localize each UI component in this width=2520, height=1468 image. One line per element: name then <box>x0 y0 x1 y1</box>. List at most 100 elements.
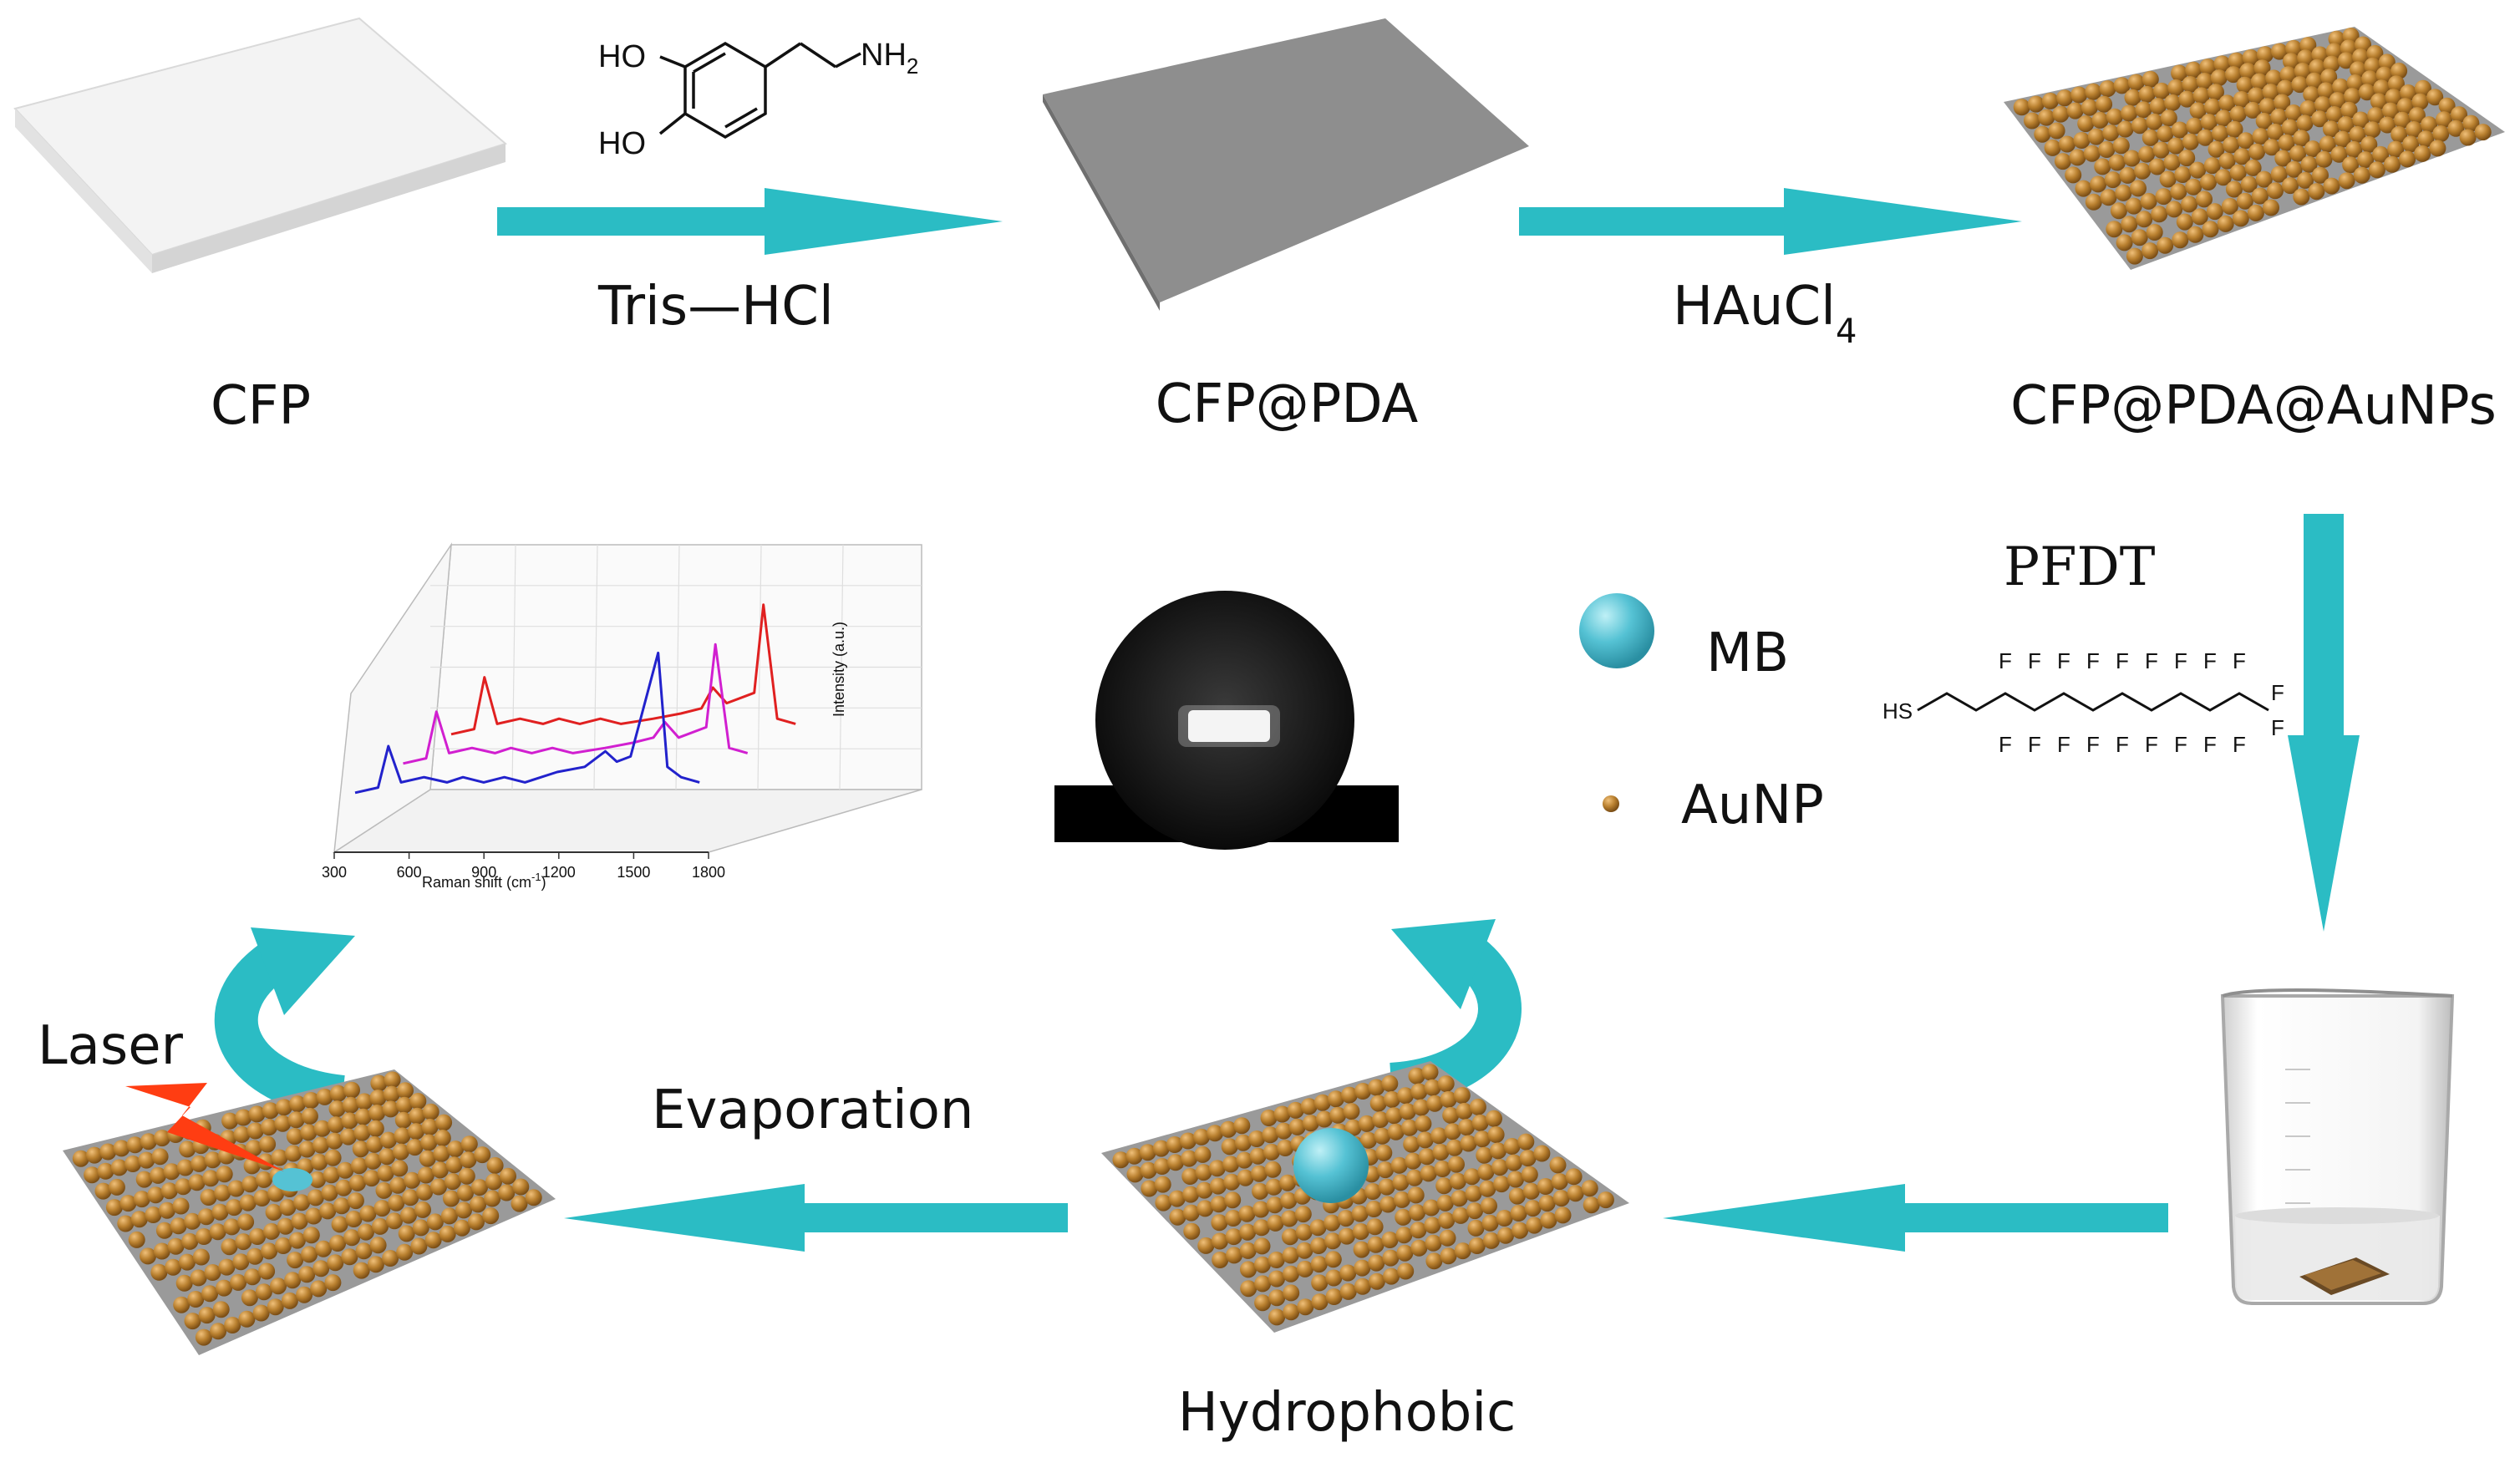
label-cfp-pda: CFP@PDA <box>1156 373 1419 435</box>
aunp-particle <box>422 1103 439 1120</box>
aunp-particle <box>368 1105 386 1121</box>
aunp-particle <box>2119 166 2136 184</box>
aunp-particle <box>474 1146 491 1164</box>
aunp-particle <box>1252 1219 1270 1237</box>
label-pfdt: PFDT <box>2004 536 2156 598</box>
aunp-particle <box>430 1178 447 1196</box>
aunp-particle <box>2208 140 2225 158</box>
mb-spot <box>272 1168 312 1191</box>
aunp-particle <box>2411 93 2429 110</box>
aunp-particle <box>204 1264 221 1281</box>
aunp-particle <box>484 1190 501 1207</box>
aunp-particle <box>2135 101 2152 119</box>
aunp-particle <box>404 1171 421 1189</box>
aunp-particle <box>2282 53 2299 70</box>
aunp-particle <box>2311 110 2329 128</box>
aunp-particle <box>2244 159 2262 176</box>
aunp-particle <box>1282 1228 1298 1246</box>
aunp-particle <box>2077 115 2095 133</box>
aunp-particle <box>1300 1098 1318 1115</box>
aunp-particle <box>2200 114 2218 131</box>
pfdt-fluorine: F <box>2086 648 2100 673</box>
aunp-particle <box>1425 1252 1443 1270</box>
aunp-particle <box>379 1131 397 1149</box>
aunp-particle <box>2340 39 2357 57</box>
aunp-particle <box>2098 141 2116 158</box>
aunp-particle <box>400 1206 417 1224</box>
aunp-particle <box>2115 184 2132 201</box>
aunp-particle <box>241 1176 259 1193</box>
aunp-particle <box>1519 1150 1537 1167</box>
aunp-particle <box>2297 171 2314 189</box>
raman-tick-label: 1800 <box>692 864 725 881</box>
aunp-particle <box>339 1128 357 1145</box>
aunp-particle <box>410 1237 428 1255</box>
aunp-particle <box>1225 1210 1242 1227</box>
aunp-particle <box>2138 145 2156 163</box>
aunp-particle <box>2096 95 2113 113</box>
aunp-particle <box>286 1128 303 1145</box>
aunp-particle <box>347 1192 364 1210</box>
aunp-particle <box>482 1207 500 1225</box>
aunp-particle <box>154 1130 170 1147</box>
aunp-particle <box>197 1208 215 1226</box>
aunp-particle <box>2346 74 2364 91</box>
aunp-particle <box>2106 221 2123 238</box>
aunp-particle <box>216 1166 233 1183</box>
aunp-particle <box>2196 73 2213 89</box>
aunp-particle <box>2083 145 2101 162</box>
aunp-particle <box>511 1195 528 1212</box>
aunp-particle <box>200 1189 217 1206</box>
aunp-particle <box>238 1310 256 1328</box>
aunp-particle <box>2337 116 2355 133</box>
aunp-particle <box>1378 1178 1395 1196</box>
dopamine-ho-top: HO <box>598 39 646 74</box>
aunp-particle <box>2349 125 2366 143</box>
pfdt-fluorine: F <box>2057 732 2070 757</box>
evaporated-plate <box>63 1069 556 1355</box>
curved-arrow-left <box>214 927 355 1119</box>
aunp-particle <box>392 1143 409 1161</box>
aunp-particle <box>1465 1185 1482 1202</box>
aunp-particle <box>1538 1195 1556 1212</box>
aunp-particle <box>147 1186 165 1204</box>
aunp-particle <box>1283 1303 1300 1321</box>
aunp-particle <box>1448 1156 1465 1173</box>
raman-tick-label: 1200 <box>542 864 576 881</box>
aunp-particle <box>498 1184 516 1201</box>
aunp-particle <box>500 1167 516 1185</box>
aunp-particle <box>1418 1148 1435 1166</box>
aunp-particle <box>2429 140 2446 157</box>
aunp-particle <box>1327 1090 1344 1108</box>
aunp-particle <box>2270 165 2288 183</box>
aunp-particle <box>1415 1115 1432 1132</box>
aunp-particle <box>2352 48 2370 66</box>
aunp-particle <box>2138 85 2156 103</box>
aunp-particle <box>1406 1169 1423 1186</box>
aunp-particle <box>1420 1165 1437 1182</box>
aunp-particle <box>2394 111 2411 129</box>
aunp-particle <box>2474 124 2492 141</box>
aunp-particle <box>2334 130 2351 148</box>
aunp-particle <box>296 1286 313 1303</box>
aunp-particle <box>2282 177 2299 195</box>
aunp-particle <box>1597 1191 1614 1209</box>
aunp-particle <box>1369 1095 1387 1112</box>
aunp-particle <box>2149 98 2167 115</box>
pfdt-fluorine: F <box>2028 732 2041 757</box>
aunp-particle <box>1375 1144 1393 1161</box>
aunp-particle <box>1168 1190 1186 1207</box>
aunp-particle <box>2136 211 2153 228</box>
aunp-particle <box>133 1191 150 1208</box>
aunp-particle <box>2189 161 2207 179</box>
aunp-particle <box>2236 76 2253 94</box>
aunp-particle <box>1368 1079 1385 1096</box>
aunp-particle <box>2278 134 2295 151</box>
aunp-particle <box>289 1095 307 1113</box>
aunp-particle <box>2370 93 2387 110</box>
aunp-particle <box>2069 149 2086 166</box>
aunp-particle <box>1254 1294 1272 1312</box>
dopamine-structure <box>658 41 861 140</box>
aunp-particle <box>1368 1254 1385 1272</box>
aunp-particle <box>2387 140 2405 158</box>
